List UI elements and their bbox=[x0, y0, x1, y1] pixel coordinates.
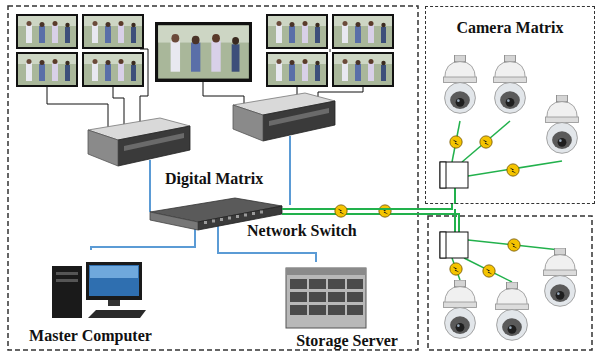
connector bbox=[218, 244, 316, 262]
node-label: Master Computer bbox=[4, 327, 177, 345]
connector bbox=[91, 244, 195, 250]
computer-node: Master Computer bbox=[4, 250, 177, 348]
node-label: Storage Server bbox=[276, 332, 418, 350]
device-label: Digital Matrix bbox=[165, 170, 263, 188]
server-node: Storage Server bbox=[276, 262, 418, 352]
connector bbox=[375, 204, 452, 209]
camera-region: Camera Matrix bbox=[425, 6, 595, 204]
node-label: Network Switch bbox=[247, 222, 357, 240]
node-label: Camera Matrix bbox=[426, 19, 594, 37]
switch-node: Network Switch bbox=[150, 196, 375, 244]
